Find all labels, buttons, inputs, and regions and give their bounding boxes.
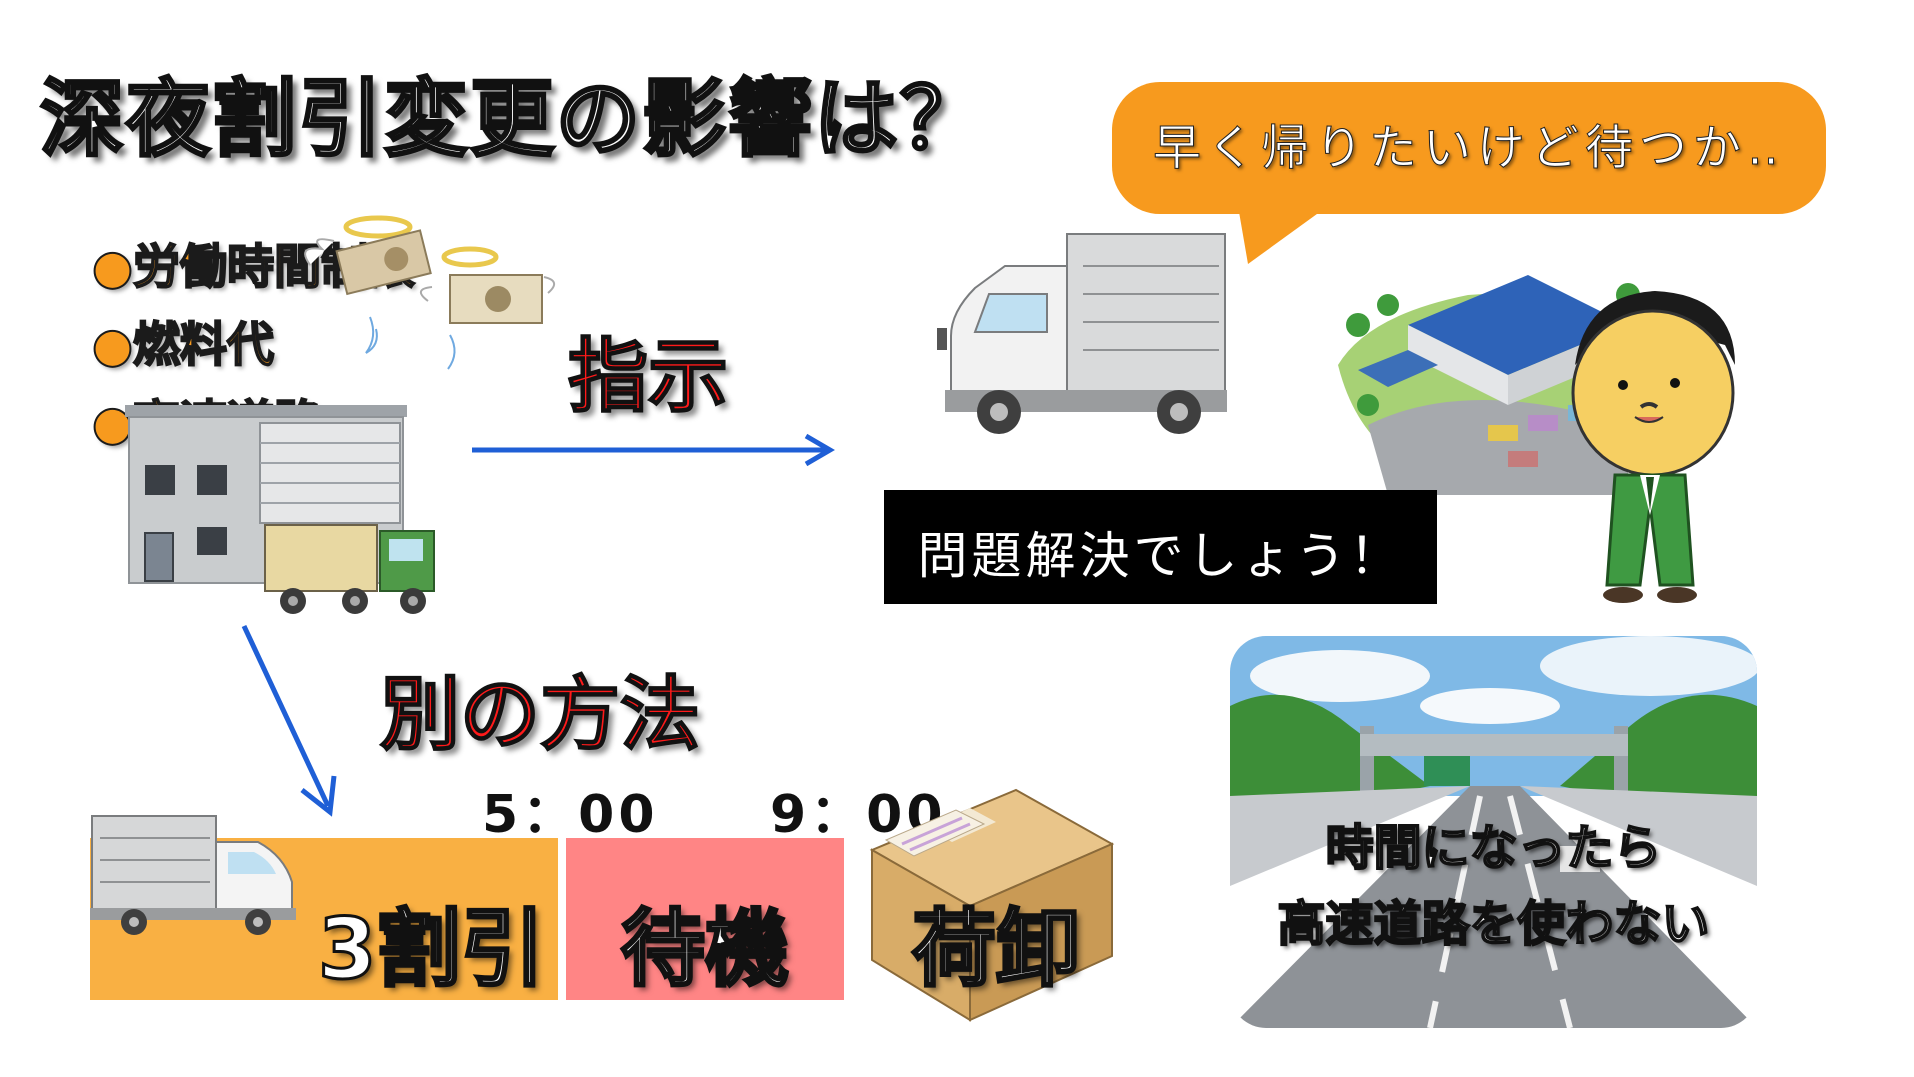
bullet-marker: ● (91, 317, 134, 374)
instruction-label: 指示 (567, 329, 729, 424)
bullet-text: 燃料代 (132, 317, 275, 374)
bullet-marker: ● (91, 239, 134, 296)
man-character-icon (1571, 291, 1735, 603)
speech-bubble (1112, 82, 1826, 214)
highway-caption-line1: 時間になったら (1324, 819, 1662, 877)
answer-box (884, 490, 1437, 604)
small-truck-icon (90, 815, 296, 935)
timeline-waiting-block (566, 838, 844, 1000)
warehouse-icon (125, 405, 435, 614)
slide-title: 深夜割引変更の影響は？ (38, 69, 987, 170)
arrow-down-icon (241, 624, 337, 817)
alternative-label: 別の方法 (379, 667, 701, 762)
bullet-marker: ● (91, 395, 134, 452)
time-5am: 5：00 (482, 785, 659, 845)
highway-photo (1230, 636, 1757, 1028)
service-area-icon (1338, 275, 1640, 495)
speech-bubble-tail (1238, 206, 1328, 264)
highway-illustration (1230, 636, 1757, 1028)
timeline-discount-text: 3割引 (316, 899, 545, 1000)
bullet-fuel: ●燃料代 (91, 306, 275, 375)
truck-icon (937, 233, 1227, 434)
flying-money-icon (304, 215, 555, 370)
cardboard-box-icon (869, 788, 1115, 1022)
timeline-waiting-text: 待機 (619, 899, 790, 1000)
timeline-unloading-text: 荷卸 (910, 899, 1081, 1000)
answer-box-text: 問題解決でしょう！ (917, 527, 1404, 585)
highway-caption-line2: 高速道路を使わない (1276, 895, 1710, 953)
arrow-right-icon (472, 433, 835, 467)
speech-bubble-text: 早く帰りたいけど待つか‥ (1152, 120, 1786, 177)
